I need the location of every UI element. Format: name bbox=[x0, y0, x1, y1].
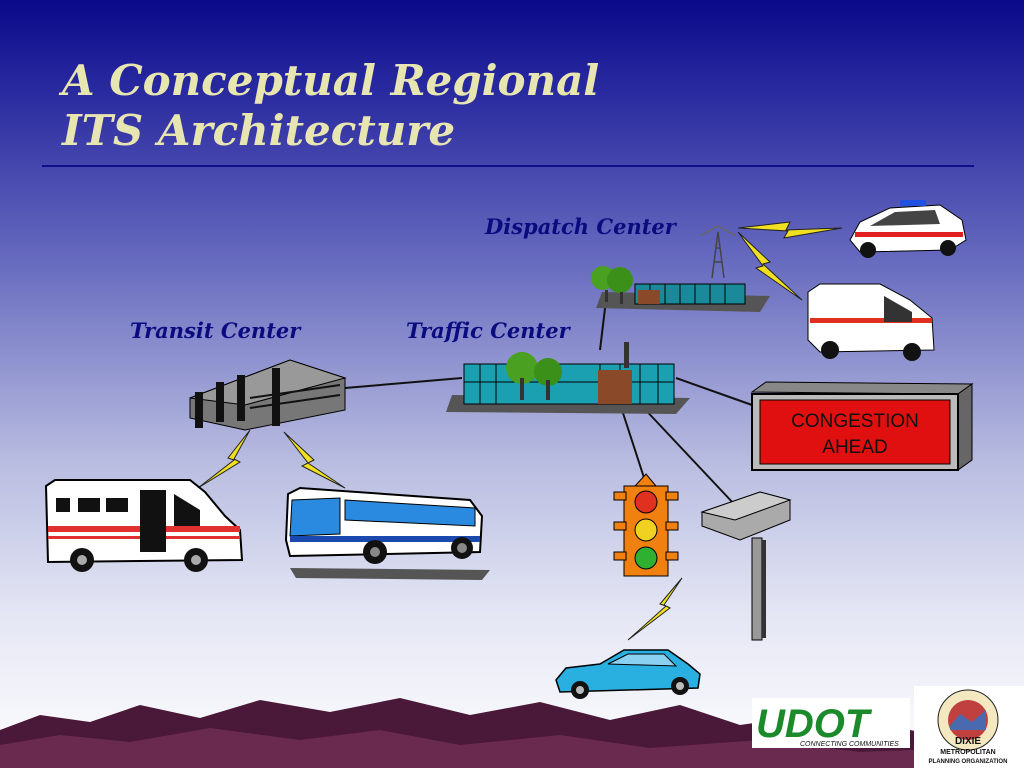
dixie-sub-1: METROPOLITAN bbox=[940, 749, 995, 756]
sign-line-1: CONGESTION bbox=[791, 411, 919, 432]
cctv-camera-icon bbox=[700, 491, 792, 641]
link-traffic-camera bbox=[639, 403, 736, 506]
link-traffic-dispatch bbox=[599, 299, 607, 351]
variable-message-sign: CONGESTION AHEAD bbox=[750, 381, 974, 471]
title-divider bbox=[42, 165, 974, 167]
dixie-sub-2: PLANNING ORGANIZATION bbox=[929, 759, 1008, 765]
dispatch-center-building-icon bbox=[591, 266, 770, 312]
lightning-icon bbox=[197, 429, 251, 489]
lightning-icon bbox=[737, 231, 803, 301]
ambulance-icon bbox=[807, 283, 935, 361]
lightning-icon bbox=[627, 577, 683, 641]
city-bus-icon bbox=[284, 486, 490, 580]
mountain-range bbox=[0, 698, 1024, 768]
transit-van-icon bbox=[44, 479, 244, 572]
dixie-name: DIXIE bbox=[955, 736, 981, 747]
traffic-center-label: Traffic Center bbox=[406, 318, 570, 343]
svg-text:UDOT: UDOT bbox=[756, 702, 873, 746]
title-line-2: ITS Architecture bbox=[62, 106, 456, 155]
passenger-car-icon bbox=[555, 649, 701, 699]
traffic-center-building-icon bbox=[446, 342, 690, 414]
link-traffic-sign bbox=[675, 377, 753, 406]
transit-center-building-icon bbox=[189, 359, 347, 431]
traffic-signal-icon bbox=[613, 473, 679, 577]
udot-tagline: CONNECTING COMMUNITIES bbox=[800, 741, 899, 748]
sign-line-2: AHEAD bbox=[822, 437, 887, 458]
radio-tower-icon bbox=[699, 225, 737, 279]
dispatch-center-label: Dispatch Center bbox=[485, 214, 676, 239]
transit-center-label: Transit Center bbox=[130, 318, 301, 343]
title-line-1: A Conceptual Regional bbox=[62, 56, 600, 105]
police-car-icon bbox=[849, 200, 967, 258]
lightning-icon bbox=[283, 431, 346, 489]
dixie-mpo-logo: DIXIE METROPOLITAN PLANNING ORGANIZATION bbox=[914, 686, 1024, 768]
link-transit-traffic bbox=[344, 377, 463, 389]
udot-logo: UDOT CONNECTING COMMUNITIES bbox=[752, 698, 910, 748]
lightning-icon bbox=[737, 221, 843, 239]
slide-title: A Conceptual Regional ITS Architecture bbox=[62, 56, 599, 156]
